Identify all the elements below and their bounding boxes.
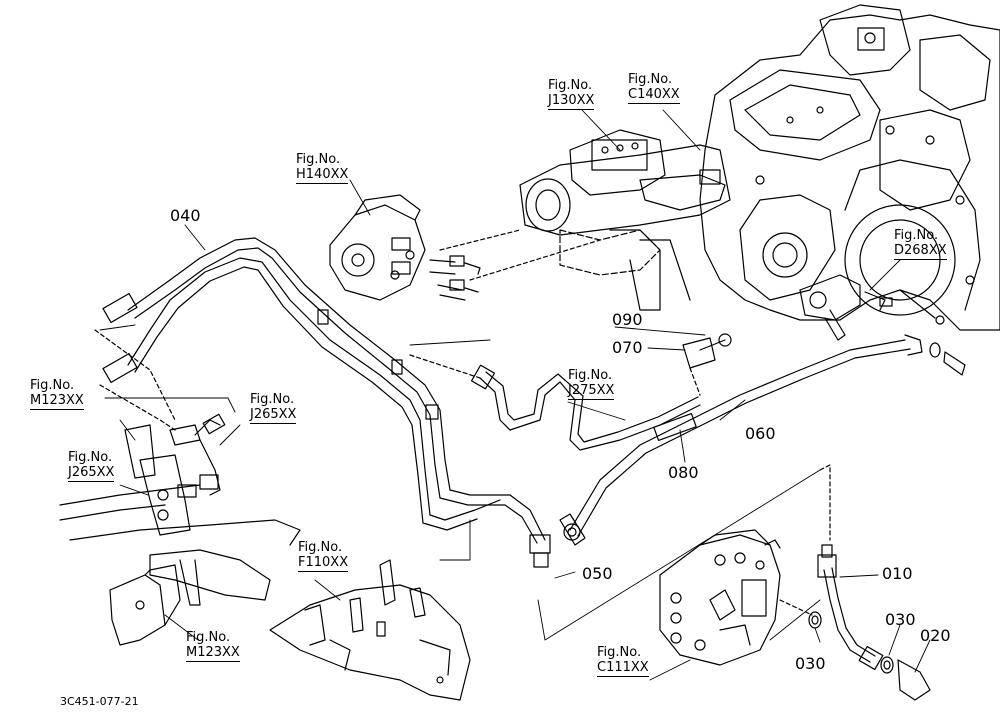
part-number-030-left: 030 <box>795 654 826 673</box>
leader-lines <box>119 109 931 681</box>
fig-label-prefix: Fig.No. <box>68 450 113 465</box>
fig-label-code: M123XX <box>30 393 84 410</box>
fig-label-prefix: Fig.No. <box>186 630 231 645</box>
fig-label-prefix: Fig.No. <box>250 392 295 407</box>
fig-label-prefix: Fig.No. <box>894 228 939 243</box>
part-number-070: 070 <box>612 338 643 357</box>
fig-label-code: J265XX <box>250 407 297 424</box>
drawing-code: 3C451-077-21 <box>60 695 139 708</box>
fig-label-code: C140XX <box>628 87 680 104</box>
fig-label-code: J265XX <box>68 465 115 482</box>
fig-label-code: M123XX <box>186 645 240 662</box>
bracket-070 <box>682 333 732 396</box>
part-number-060: 060 <box>745 424 776 443</box>
fig-label-code: H140XX <box>296 167 349 184</box>
axle-housing <box>439 129 731 311</box>
fig-label-j265-right: Fig.No. J265XX <box>250 392 297 424</box>
part-number-090: 090 <box>612 310 643 329</box>
fig-label-code: J130XX <box>548 93 595 110</box>
fig-label-code: J275XX <box>568 383 615 400</box>
part-number-030-right: 030 <box>885 610 916 629</box>
fig-label-code: C111XX <box>597 660 649 677</box>
fig-label-m123-lower: Fig.No. M123XX <box>186 630 240 662</box>
fig-label-prefix: Fig.No. <box>597 645 642 660</box>
fig-label-j130: Fig.No. J130XX <box>548 78 595 110</box>
part-number-020: 020 <box>920 626 951 645</box>
fig-label-f110: Fig.No. F110XX <box>298 540 349 572</box>
part-number-010: 010 <box>882 564 913 583</box>
fig-label-d268: Fig.No. D268XX <box>894 228 947 260</box>
assembly-boundaries <box>99 324 821 641</box>
fig-label-code: D268XX <box>894 243 947 260</box>
fig-label-code: F110XX <box>298 555 349 572</box>
pipe-040 <box>102 237 551 568</box>
part-number-040: 040 <box>170 206 201 225</box>
pipe-010 <box>779 464 931 701</box>
fig-label-c140: Fig.No. C140XX <box>628 72 680 104</box>
floor-plate <box>269 559 471 701</box>
transmission-housing <box>699 4 1000 331</box>
fig-label-j265-left: Fig.No. J265XX <box>68 450 115 482</box>
left-frame <box>59 329 301 646</box>
relief-valve <box>799 274 893 341</box>
fig-label-prefix: Fig.No. <box>30 378 75 393</box>
fig-label-prefix: Fig.No. <box>548 78 593 93</box>
fig-label-m123-upper: Fig.No. M123XX <box>30 378 84 410</box>
fig-label-h140: Fig.No. H140XX <box>296 152 349 184</box>
fig-label-prefix: Fig.No. <box>628 72 673 87</box>
pipe-060 <box>559 289 966 546</box>
pipe-j275 <box>409 354 701 451</box>
hydraulic-pump <box>329 194 481 301</box>
control-valve <box>659 529 781 666</box>
fig-label-c111: Fig.No. C111XX <box>597 645 649 677</box>
part-number-080: 080 <box>668 463 699 482</box>
fig-label-j275: Fig.No. J275XX <box>568 368 615 400</box>
part-number-050: 050 <box>582 564 613 583</box>
fig-label-prefix: Fig.No. <box>568 368 613 383</box>
fig-label-prefix: Fig.No. <box>296 152 341 167</box>
fig-label-prefix: Fig.No. <box>298 540 343 555</box>
